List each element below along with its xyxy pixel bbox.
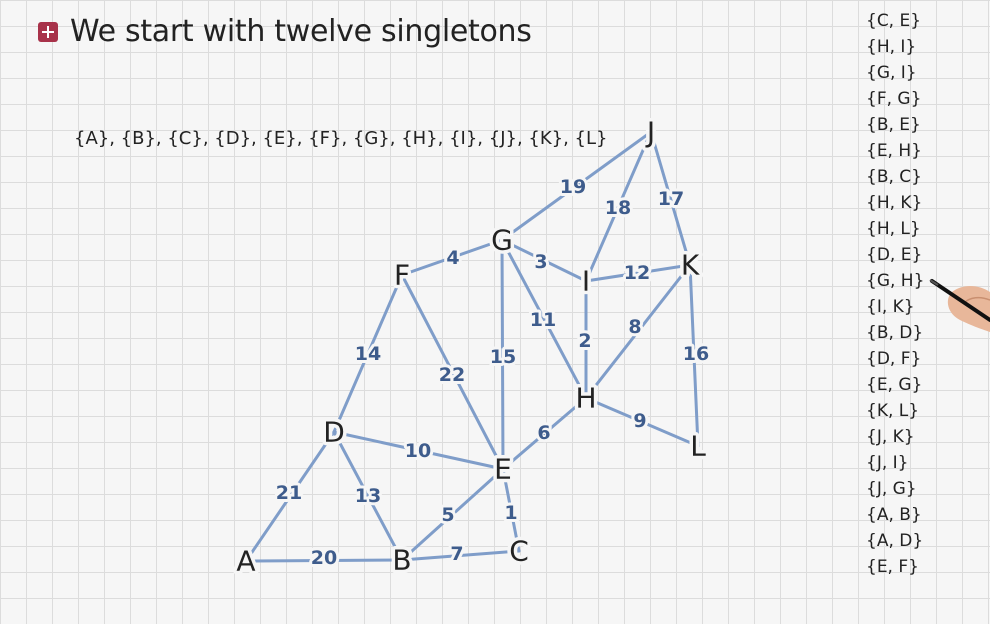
edges-layer: [244, 130, 700, 563]
edge-J-I: [584, 130, 653, 283]
edge-weight-K-L: 16: [683, 343, 709, 365]
edge-E-H: [501, 396, 588, 471]
edge-list-item: {G, H}: [866, 271, 925, 291]
edge-weight-E-G: 15: [490, 346, 516, 368]
edge-list-item: {E, H}: [866, 141, 922, 161]
edge-G-I: [500, 238, 588, 283]
edge-list-item: {G, I}: [866, 63, 917, 83]
node-I: I: [582, 265, 590, 298]
edge-list-item: {H, L}: [866, 219, 921, 239]
edge-B-E: [400, 467, 505, 562]
edge-E-G: [500, 238, 505, 471]
edge-weight-D-F: 14: [355, 343, 381, 365]
edge-B-C: [400, 549, 521, 562]
edge-weight-J-G: 19: [560, 176, 586, 198]
node-H: H: [575, 382, 596, 415]
edge-list-item: {C, E}: [866, 11, 922, 31]
edge-list-item: {D, E}: [866, 245, 923, 265]
node-B: B: [392, 544, 411, 577]
edge-K-L: [688, 263, 700, 448]
edge-weight-E-H: 6: [537, 422, 550, 444]
edge-list-item: {D, F}: [866, 349, 922, 369]
edge-weight-A-D: 21: [276, 482, 302, 504]
edge-weight-B-E: 5: [441, 504, 454, 526]
edge-weight-H-L: 9: [633, 410, 646, 432]
node-F: F: [394, 259, 410, 292]
node-G: G: [491, 224, 513, 257]
edge-H-L: [584, 396, 700, 448]
edge-list-item: {J, G}: [866, 479, 917, 499]
edge-list-item: {B, C}: [866, 167, 922, 187]
edge-E-F: [400, 273, 505, 471]
edge-weight-I-K: 12: [624, 262, 650, 284]
edge-list-item: {H, K}: [866, 193, 923, 213]
edge-list-item: {H, I}: [866, 37, 917, 57]
edge-C-E: [501, 467, 521, 553]
node-L: L: [690, 430, 706, 463]
edge-list-item: {E, F}: [866, 557, 919, 577]
edge-I-K: [584, 263, 692, 283]
edge-list-item: {K, L}: [866, 401, 920, 421]
edge-weight-D-E: 10: [405, 440, 431, 462]
edge-G-H: [500, 238, 588, 400]
plus-box-icon: [38, 21, 58, 42]
edge-list-item: {J, I}: [866, 453, 909, 473]
node-A: A: [236, 545, 255, 578]
edge-D-E: [332, 430, 505, 471]
edge-weight-C-E: 1: [504, 502, 517, 524]
edge-list-item: {B, E}: [866, 115, 921, 135]
edge-weight-F-G: 4: [446, 247, 459, 269]
edge-F-G: [400, 238, 504, 277]
edge-A-D: [244, 430, 336, 563]
edge-weight-A-B: 20: [311, 547, 337, 569]
node-D: D: [323, 416, 345, 449]
slide-title: We start with twelve singletons: [38, 14, 532, 49]
edge-J-K: [649, 130, 692, 267]
title-text: We start with twelve singletons: [70, 14, 532, 49]
edge-list-item: {J, K}: [866, 427, 915, 447]
edge-weight-J-K: 17: [658, 188, 684, 210]
edge-weight-J-I: 18: [605, 197, 631, 219]
singleton-sets: {A}, {B}, {C}, {D}, {E}, {F}, {G}, {H}, …: [74, 128, 608, 149]
edge-list-item: {A, B}: [866, 505, 922, 525]
edge-weight-B-C: 7: [450, 543, 463, 565]
node-E: E: [494, 453, 512, 486]
edge-weight-H-I: 2: [578, 330, 591, 352]
edge-J-G: [500, 130, 653, 242]
edge-A-B: [244, 558, 404, 563]
edge-H-K: [584, 263, 692, 400]
edge-D-F: [332, 273, 404, 434]
node-C: C: [509, 535, 529, 568]
edge-weight-G-I: 3: [534, 251, 547, 273]
edge-list-item: {B, D}: [866, 323, 924, 343]
edge-list-item: {E, G}: [866, 375, 923, 395]
edge-list-item: {F, G}: [866, 89, 922, 109]
node-K: K: [681, 249, 700, 282]
edge-list-item: {I, K}: [866, 297, 915, 317]
edge-weight-H-K: 8: [628, 316, 641, 338]
edge-weight-B-D: 13: [355, 485, 381, 507]
edge-list-item: {A, D}: [866, 531, 924, 551]
sorted-edge-list: {C, E} {H, I} {G, I} {F, G} {B, E} {E, H} {B, …: [866, 8, 924, 580]
edge-B-D: [332, 430, 404, 562]
edge-weight-G-H: 11: [530, 309, 556, 331]
edge-weight-E-F: 22: [439, 364, 465, 386]
